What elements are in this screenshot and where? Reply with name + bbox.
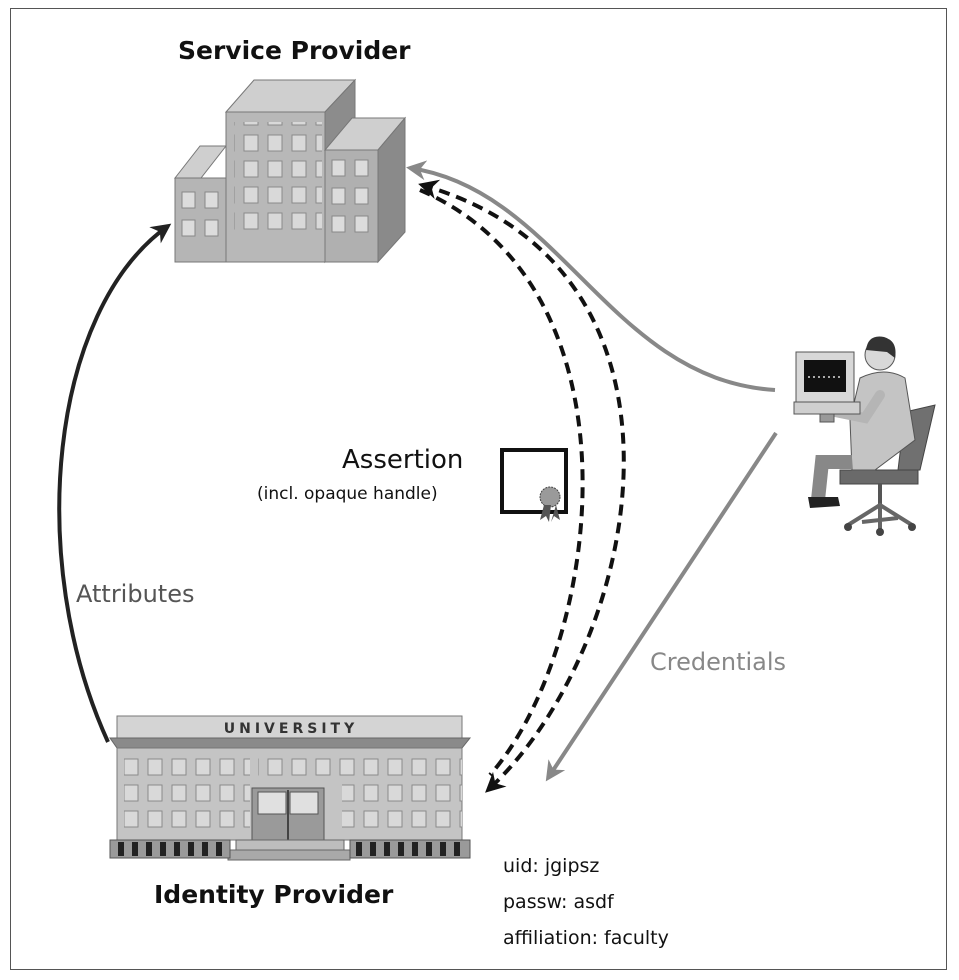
credential-password: passw: asdf (503, 891, 614, 913)
identity-provider-building-icon: UNIVERSITY (109, 715, 472, 861)
attributes-label: Attributes (76, 580, 195, 608)
credentials-data-block: uid: jgipsz passw: asdf affiliation: fac… (503, 848, 669, 956)
attributes-arrow (57, 223, 172, 743)
assertion-subtitle: (incl. opaque handle) (257, 484, 438, 504)
identity-provider-title: Identity Provider (154, 880, 394, 909)
certificate-icon (500, 448, 568, 522)
credential-uid: uid: jgipsz (503, 855, 600, 877)
credentials-label: Credentials (650, 648, 787, 676)
user-at-computer-icon (793, 336, 936, 536)
assertion-dashed-arrow-outer (418, 179, 626, 793)
service-provider-title: Service Provider (178, 36, 411, 65)
assertion-dashed-arrow-inner (419, 188, 585, 777)
diagram-frame (10, 8, 947, 970)
assertion-label: Assertion (342, 445, 464, 475)
credentials-arrow (545, 431, 778, 782)
university-sign: UNIVERSITY (224, 721, 358, 737)
credential-affiliation: affiliation: faculty (503, 927, 669, 949)
service-provider-building-icon (173, 78, 407, 264)
